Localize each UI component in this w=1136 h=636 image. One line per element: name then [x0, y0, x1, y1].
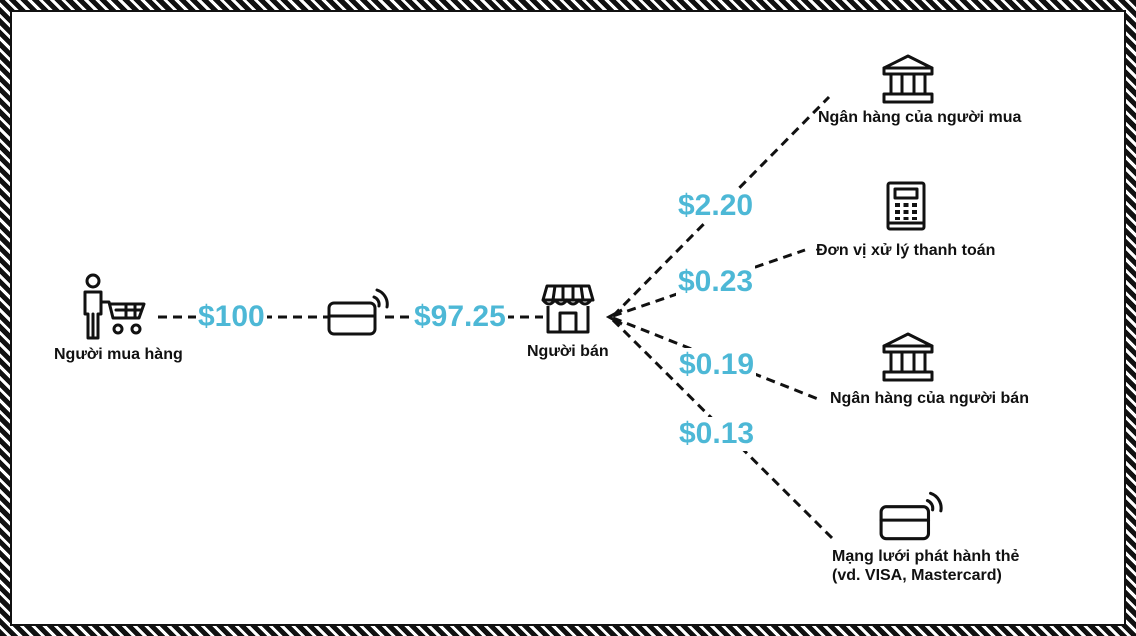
amount-to-seller: $97.25 — [412, 300, 508, 334]
amount-buyer-bank-fee: $2.20 — [676, 189, 756, 223]
contactless-card-icon — [326, 286, 392, 338]
buyer-bank-label: Ngân hàng của người mua — [818, 109, 1022, 126]
shopper-cart-icon — [76, 272, 156, 342]
amount-network-fee: $0.13 — [677, 417, 757, 451]
connector-seller-processor — [612, 248, 806, 318]
processor-label: Đơn vị xử lý thanh toán — [816, 242, 996, 259]
bank-icon — [880, 53, 936, 105]
storefront-icon — [541, 282, 595, 336]
seller-label: Người bán — [527, 343, 609, 360]
buyer-label: Người mua hàng — [54, 346, 183, 363]
contactless-card-icon — [878, 489, 946, 543]
amount-purchase: $100 — [196, 300, 267, 334]
amount-seller-bank-fee: $0.19 — [677, 348, 757, 382]
arrow-head — [605, 308, 623, 326]
bank-icon — [880, 331, 936, 383]
card-network-label: Mạng lưới phát hành thẻ — [832, 548, 1020, 565]
payment-terminal-icon — [884, 180, 928, 232]
amount-processor-fee: $0.23 — [676, 265, 756, 299]
seller-bank-label: Ngân hàng của người bán — [830, 390, 1029, 407]
card-network-examples: (vd. VISA, Mastercard) — [832, 567, 1002, 584]
